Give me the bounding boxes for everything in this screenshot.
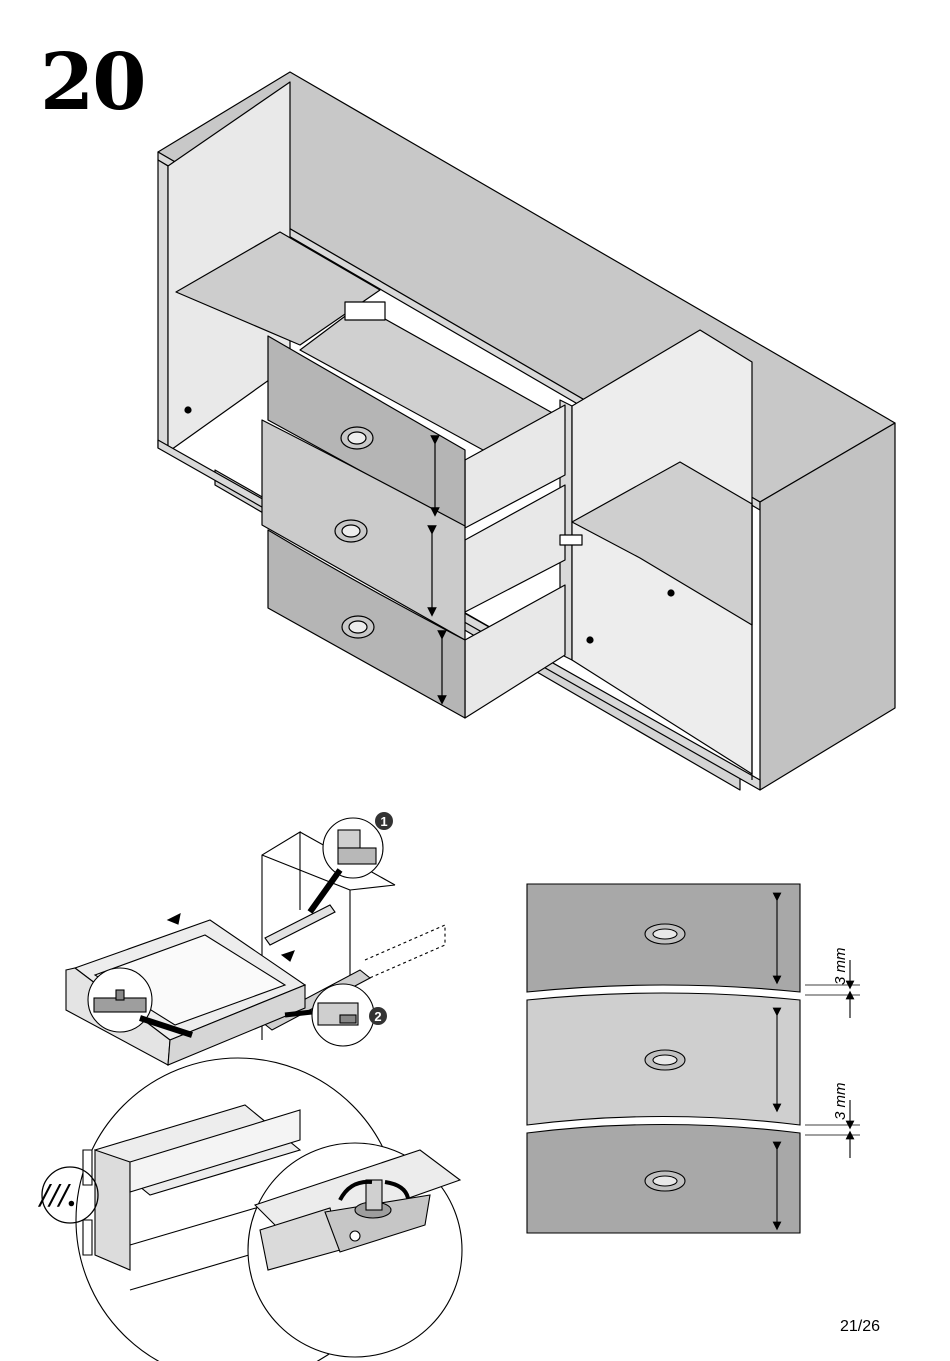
front-gap-drawing [527,884,860,1233]
gap-label-top: 3 mm [832,948,849,986]
sideboard-drawing [158,72,895,790]
callout-2-label: 2 [374,1009,381,1024]
callout-badge-1: 1 [375,812,393,830]
page-number: 21/26 [840,1318,880,1336]
callout-1-label: 1 [380,814,387,829]
height-adjust-drawing [76,1058,462,1361]
gap-label-bottom: 3 mm [832,1083,849,1121]
detail-roman-label: ///. [37,1177,77,1214]
runner-detail-drawing [66,818,445,1065]
callout-badge-2: 2 [369,1007,387,1025]
